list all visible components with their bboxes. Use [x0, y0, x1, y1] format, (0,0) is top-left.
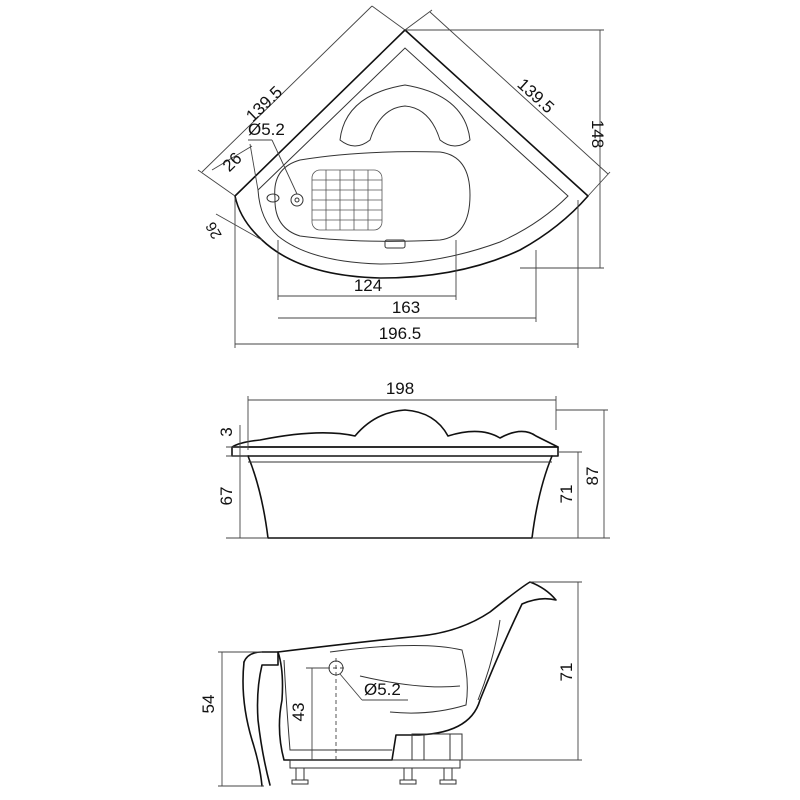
dim-top-width: 196.5 [379, 324, 422, 343]
dim-top-end-26b: 26 [203, 219, 226, 242]
side-view: 54 43 Ø5.2 71 [199, 581, 582, 787]
front-view-backrest [231, 409, 559, 448]
front-view: 198 3 67 71 87 [217, 379, 610, 539]
dim-front-rim: 3 [217, 427, 236, 436]
side-view-basin [277, 581, 557, 761]
dim-front-71: 71 [557, 485, 576, 504]
dim-side-71: 71 [557, 663, 576, 682]
top-view-seat-grid [311, 169, 383, 231]
dim-front-width: 198 [386, 379, 414, 398]
dim-top-163: 163 [392, 298, 420, 317]
dim-top-right-side: 139.5 [514, 75, 558, 118]
side-view-shell [243, 651, 279, 786]
top-view-headrest [339, 84, 471, 147]
dim-top-124: 124 [354, 276, 382, 295]
side-view-outer-back [242, 661, 263, 787]
dim-top-depth: 148 [588, 120, 607, 148]
dim-side-43: 43 [289, 703, 308, 722]
dim-front-67: 67 [217, 487, 236, 506]
top-view-inner-rim [257, 47, 569, 265]
top-view-drain [290, 193, 304, 207]
top-view-basin [274, 151, 471, 242]
dim-side-54: 54 [199, 695, 218, 714]
top-view-overflow [384, 239, 406, 249]
dim-side-drain: Ø5.2 [364, 680, 401, 699]
front-view-body [247, 455, 553, 539]
front-view-rim [231, 446, 559, 457]
dim-front-87: 87 [583, 467, 602, 486]
dim-top-drain: Ø5.2 [248, 120, 285, 139]
side-view-frame [289, 733, 463, 785]
top-view: 139.5 139.5 148 26 26 Ø5.2 124 163 [197, 5, 611, 348]
